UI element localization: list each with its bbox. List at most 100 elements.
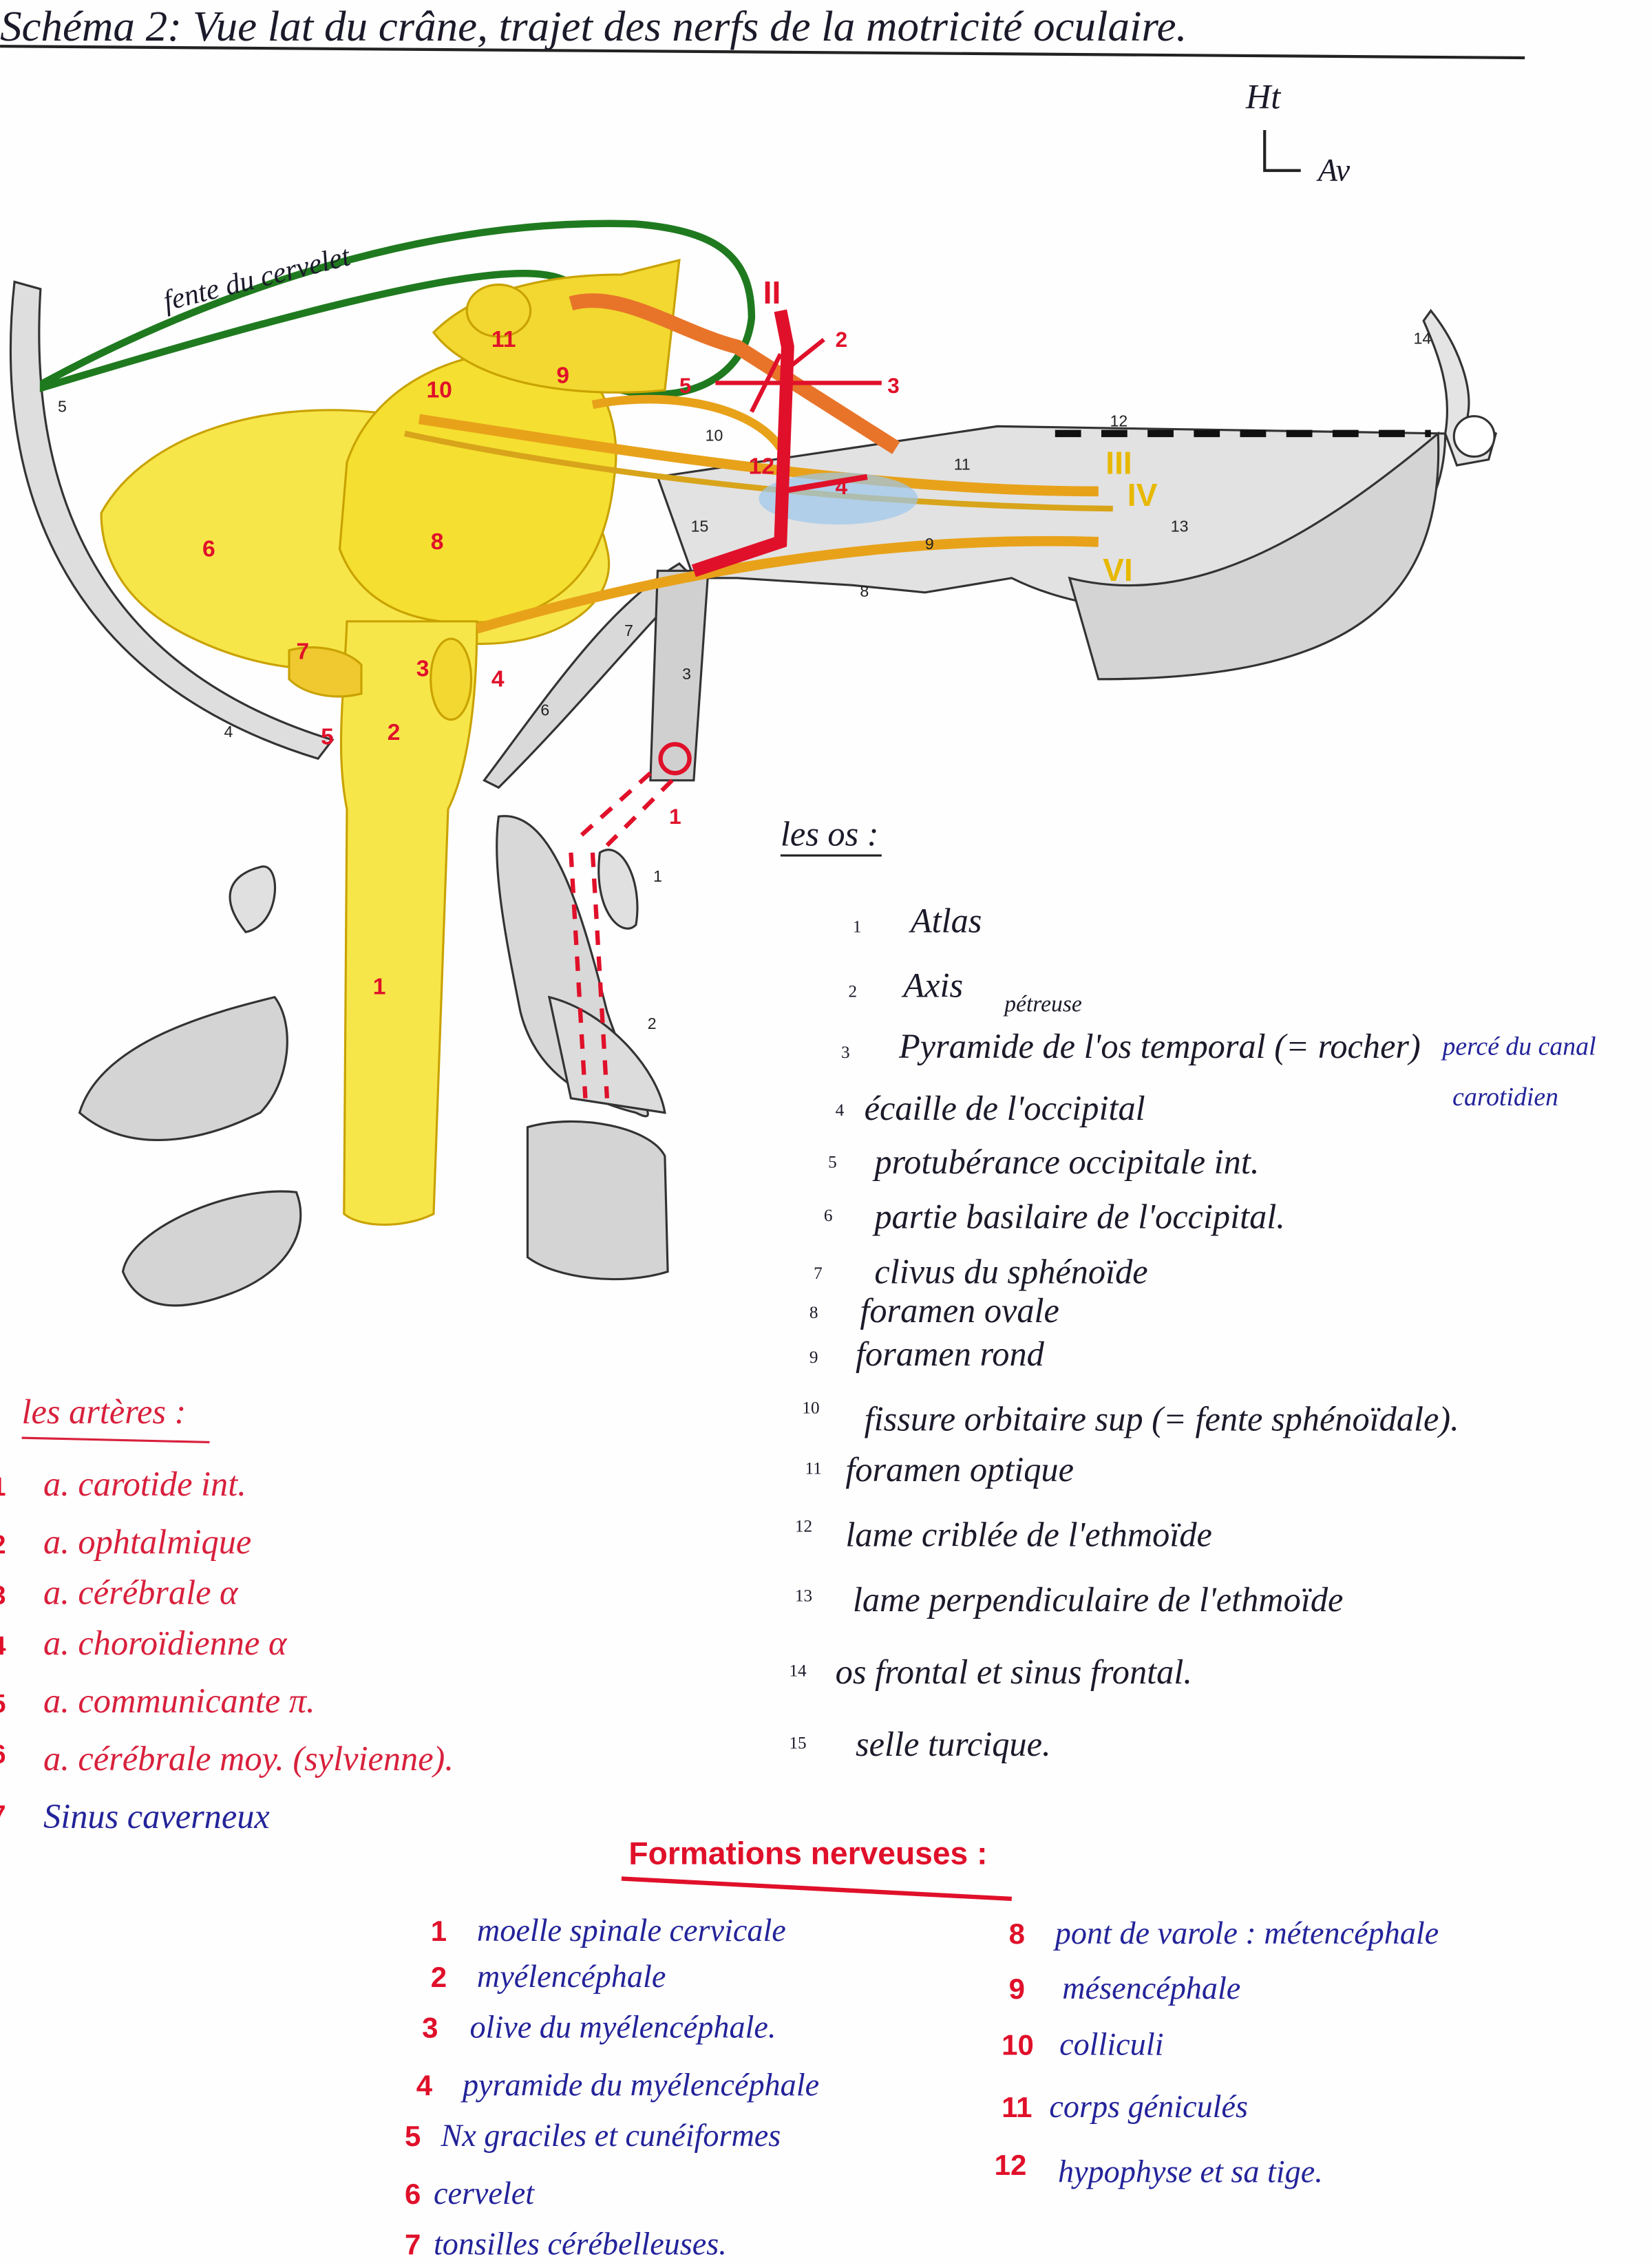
artery-mark-3: 3 xyxy=(887,373,900,398)
bone-numbers: 1 2 3 4 5 6 7 8 9 10 11 12 13 14 15 xyxy=(789,917,861,1752)
bone-mark-14: 14 xyxy=(1413,330,1431,348)
bone-label: foramen ovale xyxy=(860,1291,1059,1330)
ethmoid-plate xyxy=(1068,431,1440,681)
nervous-number: 1 xyxy=(431,1915,447,1947)
tract xyxy=(591,394,785,451)
orientation-up: Ht xyxy=(1245,77,1281,116)
nervous-number: 12 xyxy=(995,2149,1027,2181)
ophthalmic-artery xyxy=(780,474,868,495)
cerebellar-tonsil xyxy=(288,646,363,698)
bone-mark-2: 2 xyxy=(648,1014,657,1032)
bone-label: foramen rond xyxy=(856,1335,1045,1373)
nervous-heading: Formations nerveuses : xyxy=(628,1836,987,1871)
nervous-number: 7 xyxy=(405,2228,421,2260)
atlas-bone xyxy=(597,849,639,930)
bone-marks: 1 2 3 4 5 6 7 8 9 10 11 12 13 14 15 xyxy=(58,330,1431,1032)
note-line: carotidien xyxy=(1452,1083,1558,1112)
artery-label: a. ophtalmique xyxy=(43,1522,251,1561)
bone-label: partie basilaire de l'occipital. xyxy=(872,1198,1285,1236)
nervous-number: 2 xyxy=(431,1961,447,1993)
nervous-label: corps géniculés xyxy=(1049,2089,1248,2124)
bone-number: 5 xyxy=(828,1153,837,1171)
artery-label: a. cérébrale moy. (sylvienne). xyxy=(43,1739,454,1778)
nervous-label: olive du myélencéphale. xyxy=(469,2009,776,2044)
bone-number: 4 xyxy=(836,1101,845,1120)
bone-number: 1 xyxy=(853,917,862,936)
bone-mark-12: 12 xyxy=(1110,412,1128,429)
note-line: percé du canal xyxy=(1440,1032,1596,1061)
trochlear-nerve-IV xyxy=(404,430,1113,512)
fissure-outline xyxy=(39,220,756,399)
olive xyxy=(430,637,473,721)
bone-number: 3 xyxy=(841,1043,850,1062)
arteries-heading: les artères : xyxy=(22,1392,187,1431)
spinal-cord xyxy=(339,620,478,1226)
oculomotor-nerve-III xyxy=(418,414,1099,497)
bone-mark-5: 5 xyxy=(58,397,67,415)
bone-label: lame perpendiculaire de l'ethmoïde xyxy=(853,1580,1344,1619)
bone-mark-10: 10 xyxy=(706,426,723,444)
carotid-canal-note: percé du canal carotidien xyxy=(1440,1032,1596,1112)
carotid-entry xyxy=(658,742,692,776)
arteries-heading-underline xyxy=(21,1436,210,1443)
nerve-numerals: II III IV VI xyxy=(763,275,1158,588)
nervous-label: tonsilles cérébelleuses. xyxy=(434,2226,727,2261)
nervous-label: Nx graciles et cunéiformes xyxy=(440,2118,781,2153)
bone-number: 2 xyxy=(849,983,858,1001)
bone-mark-13: 13 xyxy=(1171,518,1189,535)
nervous-left-numbers: 1 2 3 4 5 6 7 xyxy=(405,1915,447,2261)
structure-mark-12: 12 xyxy=(749,454,774,480)
artery-number: 4 xyxy=(0,1632,6,1661)
bone-number: 9 xyxy=(809,1348,818,1367)
artery-mark-1: 1 xyxy=(669,804,681,829)
bone-label: Atlas xyxy=(909,901,982,939)
geniculate-body xyxy=(465,284,532,338)
nervous-number: 10 xyxy=(1002,2029,1034,2061)
bones-heading: les os : xyxy=(781,814,879,853)
artery-number: 6 xyxy=(0,1741,6,1770)
vertebral-body xyxy=(547,995,666,1114)
bone-mark-4: 4 xyxy=(224,723,233,741)
vertebral-body xyxy=(78,995,288,1142)
bone-number: 7 xyxy=(814,1264,823,1283)
bone-mark-8: 8 xyxy=(860,582,869,600)
nervous-label: pyramide du myélencéphale xyxy=(460,2067,819,2102)
structure-mark-3: 3 xyxy=(416,657,430,682)
nervous-legend: Formations nerveuses : 1 2 3 4 5 6 7 moe… xyxy=(405,1836,1439,2262)
artery-mark-2: 2 xyxy=(836,327,848,352)
optic-nerve-II xyxy=(569,293,900,454)
bone-number: 13 xyxy=(795,1586,812,1605)
vertebral-body xyxy=(526,1120,669,1281)
abducens-nerve-VI xyxy=(475,535,1099,634)
nervous-heading-underline xyxy=(621,1876,1012,1902)
vertebra-fragment xyxy=(229,865,277,933)
bone-number: 6 xyxy=(824,1207,833,1225)
bone-number: 10 xyxy=(802,1399,819,1417)
structure-mark-8: 8 xyxy=(431,529,444,555)
nerve-III-label: III xyxy=(1105,445,1132,481)
structure-mark-9: 9 xyxy=(556,363,569,388)
artery-number: 5 xyxy=(0,1690,6,1719)
artery-label: Sinus caverneux xyxy=(43,1797,270,1836)
nervous-number: 3 xyxy=(422,2011,438,2043)
nervous-number: 4 xyxy=(416,2069,433,2101)
artery-mark-6: 6 xyxy=(781,324,793,349)
structure-mark-7: 7 xyxy=(296,639,309,664)
artery-mark-5: 5 xyxy=(679,373,692,398)
bone-number: 11 xyxy=(805,1460,822,1478)
nervous-number: 8 xyxy=(1009,1917,1025,1950)
sheet-title: Schéma 2: Vue lat du crâne, trajet des n… xyxy=(0,2,1187,50)
arteries-drawing xyxy=(569,309,918,1098)
structure-mark-5: 5 xyxy=(321,724,334,750)
bone-label: os frontal et sinus frontal. xyxy=(836,1653,1192,1691)
artery-branches xyxy=(715,337,882,413)
structure-mark-11: 11 xyxy=(491,327,516,352)
skull-bones xyxy=(9,280,1498,1307)
bone-number: 14 xyxy=(789,1662,807,1681)
vertebral-body xyxy=(121,1190,302,1307)
structure-mark-1: 1 xyxy=(373,975,386,1000)
structure-mark-10: 10 xyxy=(426,377,452,403)
structure-numbers: 1 2 3 4 5 6 7 8 9 10 11 12 xyxy=(202,327,774,1000)
